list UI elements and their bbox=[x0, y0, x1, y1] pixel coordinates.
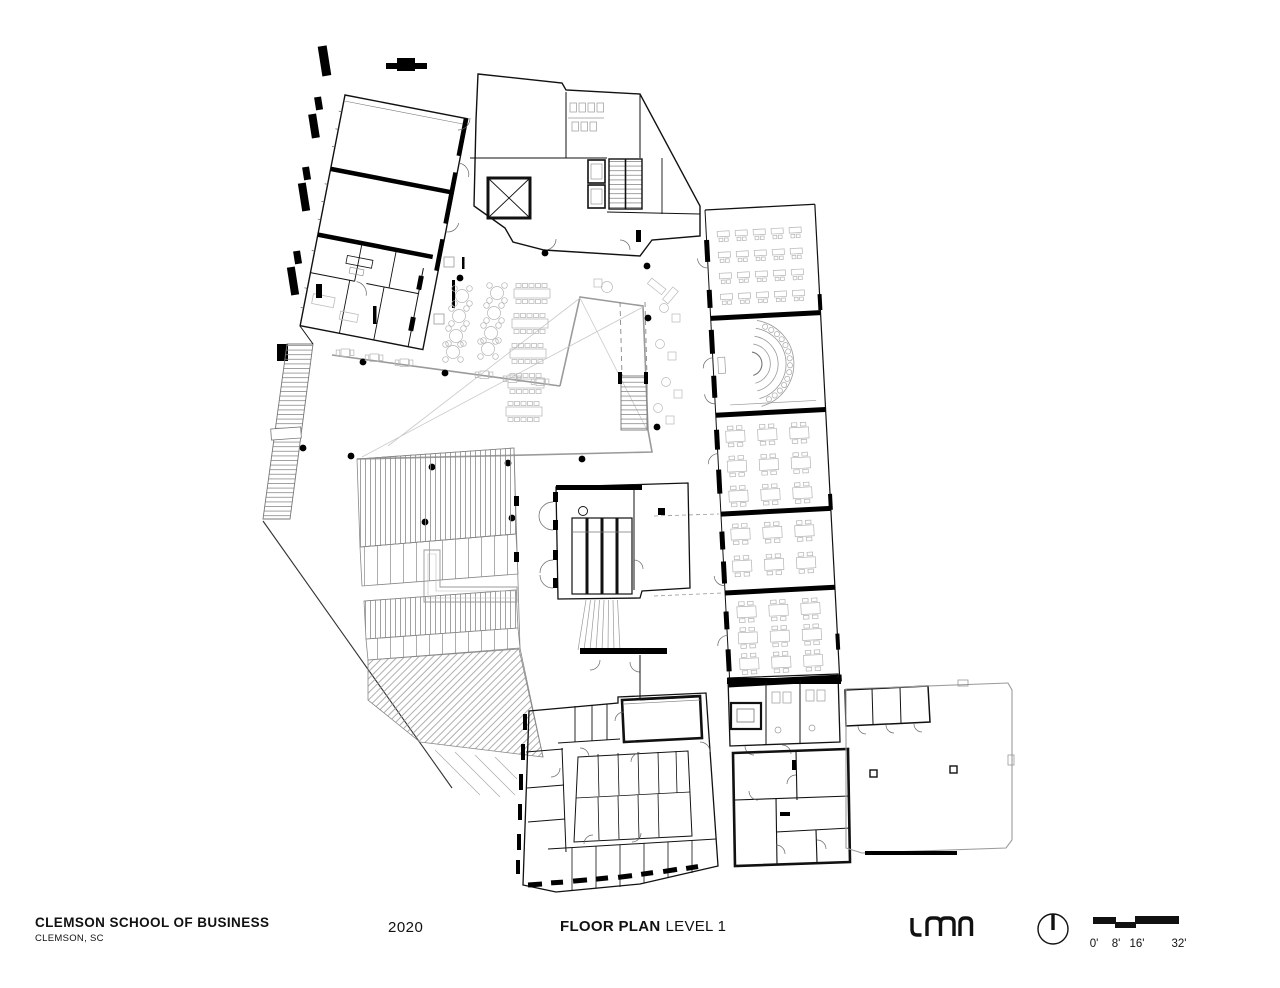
scale-label-8: 8' bbox=[1112, 938, 1121, 950]
scale-label-32: 32' bbox=[1172, 938, 1187, 950]
lmn-logo bbox=[910, 916, 974, 937]
atrium bbox=[299, 249, 723, 597]
project-year: 2020 bbox=[388, 919, 424, 936]
drawing-title-main: FLOOR PLAN bbox=[560, 918, 661, 935]
existing-building bbox=[845, 679, 1015, 855]
west-stair bbox=[262, 325, 453, 789]
scale-label-0: 0' bbox=[1090, 938, 1099, 950]
classroom-band bbox=[697, 203, 842, 688]
screen-wall-columns bbox=[286, 45, 427, 296]
classroom-doors bbox=[697, 258, 728, 646]
lounge-furniture bbox=[593, 277, 683, 425]
classroom-desks bbox=[716, 226, 806, 306]
wing-door-jamb bbox=[316, 284, 322, 298]
drawing-title-level: LEVEL 1 bbox=[665, 918, 727, 935]
floor-edge bbox=[331, 296, 653, 460]
project-location: CLEMSON, SC bbox=[35, 933, 104, 944]
meeting-room-row bbox=[844, 685, 931, 735]
scale-bar: 0' 8' 16' 32' bbox=[1090, 916, 1187, 950]
restroom-block bbox=[727, 673, 841, 756]
terraced-seating bbox=[356, 447, 544, 798]
project-info: CLEMSON SCHOOL OF BUSINESS CLEMSON, SC bbox=[35, 915, 269, 944]
cafe-furniture bbox=[335, 282, 551, 422]
northwest-wing bbox=[299, 94, 470, 351]
office-wing bbox=[516, 692, 719, 893]
north-arrow-icon bbox=[1037, 913, 1069, 945]
scale-label-16: 16' bbox=[1130, 938, 1145, 950]
service-core bbox=[457, 73, 701, 257]
southwest-facade bbox=[262, 520, 453, 789]
atrium-stair bbox=[618, 301, 648, 431]
auditorium-seating bbox=[717, 320, 817, 407]
group-tables bbox=[724, 421, 824, 676]
office-suite bbox=[731, 747, 852, 868]
center-stair-block bbox=[514, 482, 701, 701]
project-name: CLEMSON SCHOOL OF BUSINESS bbox=[35, 915, 270, 930]
curtain-wall-mullions bbox=[516, 714, 699, 888]
